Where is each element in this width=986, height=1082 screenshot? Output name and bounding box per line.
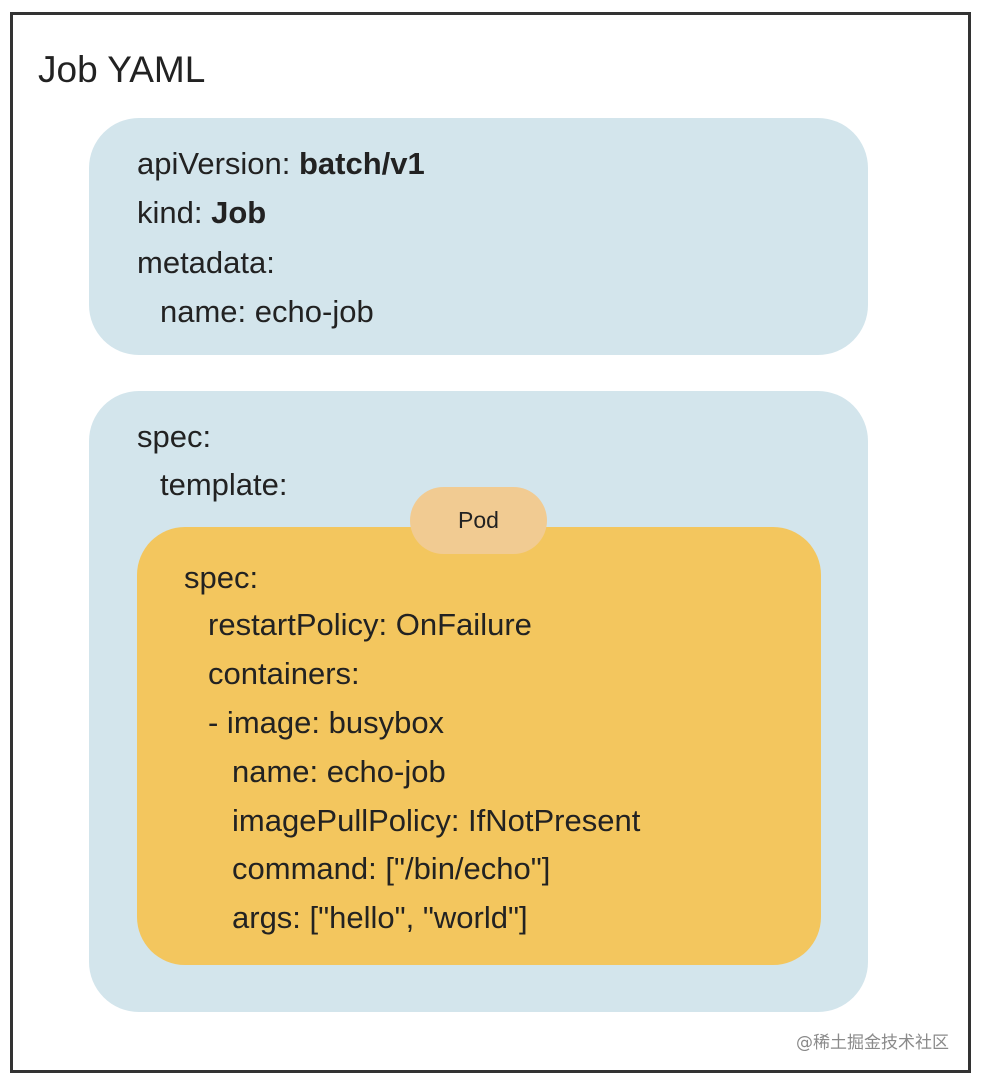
spec-key-line: spec:: [137, 419, 212, 454]
source-watermark: @稀土掘金技术社区: [796, 1033, 949, 1053]
metadata-panel: [89, 118, 868, 355]
pod-spec-key-line: spec:: [184, 560, 259, 595]
container-name-line: name: echo-job: [232, 754, 446, 789]
metadata-name-line: name: echo-job: [160, 294, 374, 329]
diagram-title: Job YAML: [38, 49, 206, 90]
template-key-line: template:: [160, 467, 288, 502]
kind-value: Job: [211, 195, 267, 230]
restart-policy-line: restartPolicy: OnFailure: [208, 607, 532, 642]
containers-key-line: containers:: [208, 656, 360, 691]
api-version-key: apiVersion:: [137, 146, 299, 181]
api-version-line: apiVersion: batch/v1: [137, 144, 425, 184]
pod-label-badge: Pod: [410, 487, 547, 554]
kind-key: kind:: [137, 195, 212, 230]
container-image-line: - image: busybox: [208, 705, 445, 740]
image-pull-policy-line: imagePullPolicy: IfNotPresent: [232, 803, 641, 838]
pod-template-box: [137, 527, 821, 965]
command-line: command: ["/bin/echo"]: [232, 851, 551, 886]
metadata-key-line: metadata:: [137, 245, 275, 280]
args-line: args: ["hello", "world"]: [232, 900, 528, 935]
api-version-value: batch/v1: [299, 146, 425, 181]
kind-line: kind: Job: [137, 193, 266, 233]
